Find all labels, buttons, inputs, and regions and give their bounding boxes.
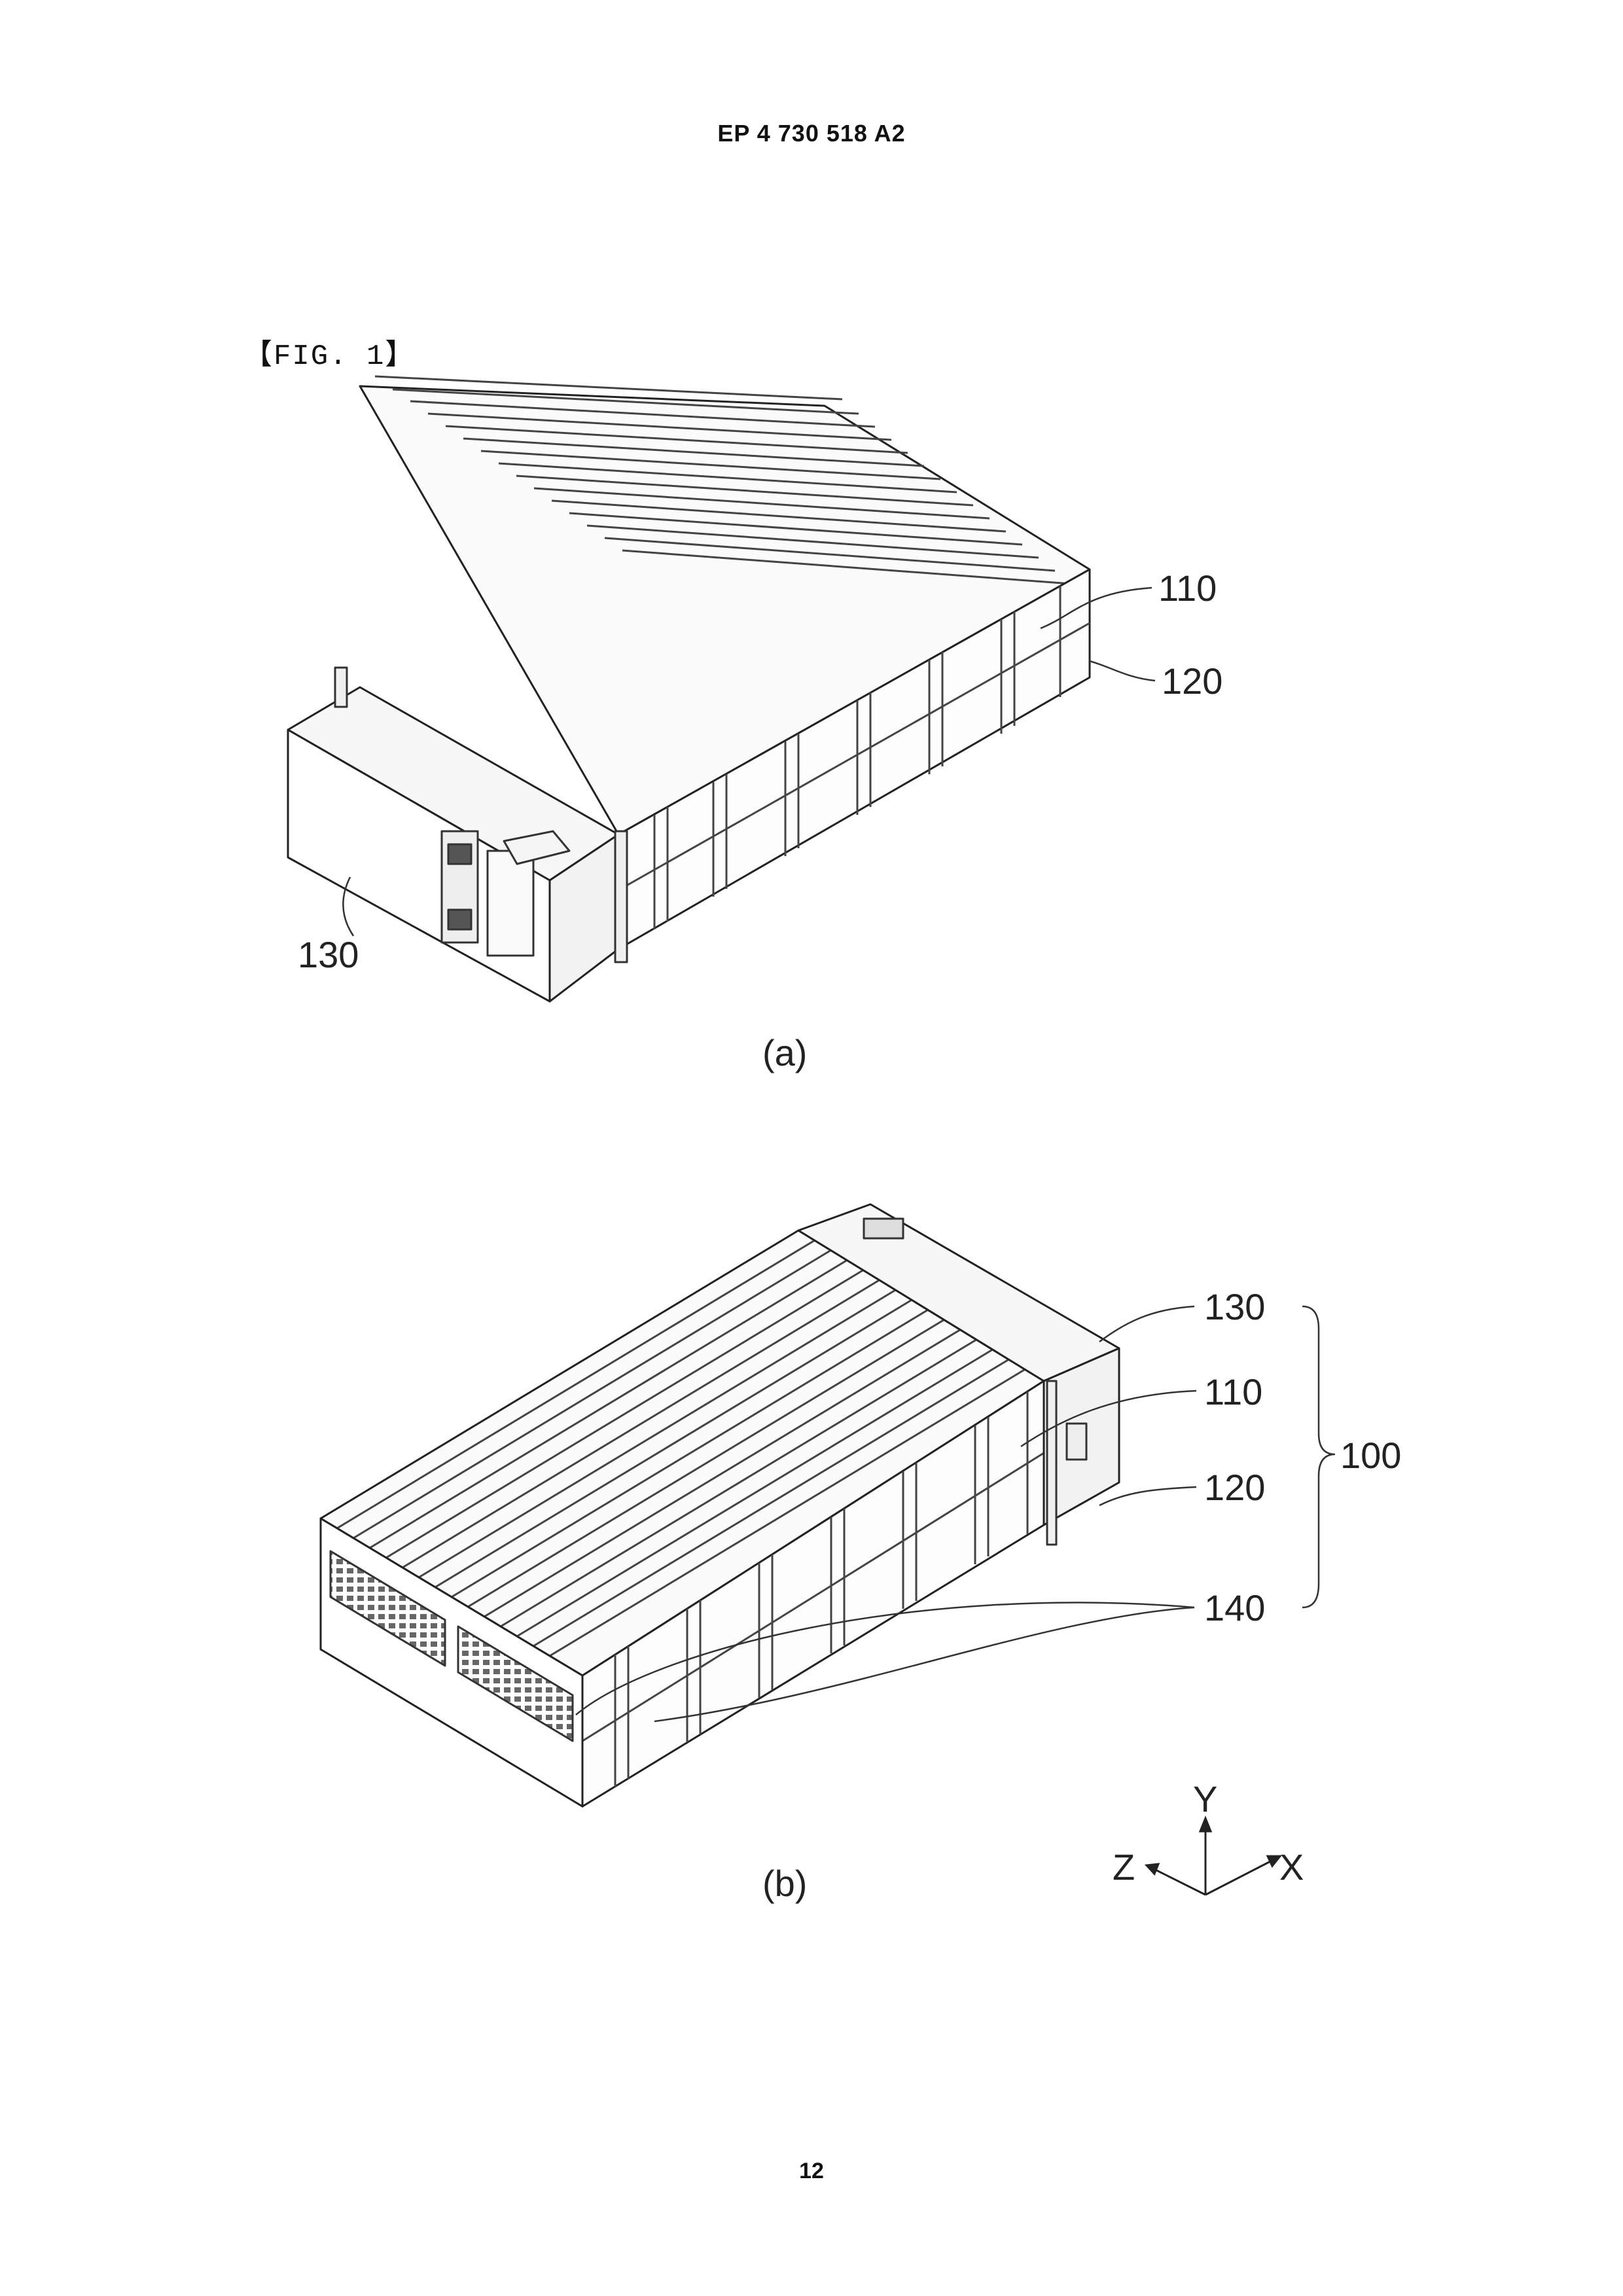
- axis-y-arrow: [1200, 1818, 1211, 1831]
- axis-z-label: Z: [1113, 1846, 1135, 1888]
- axis-triad: [1147, 1818, 1280, 1895]
- page-number: 12: [0, 2159, 1623, 2184]
- rear-connector-b: [864, 1219, 903, 1238]
- panel-b-drawing: [321, 1204, 1119, 1806]
- leader-130-b: [1099, 1306, 1194, 1342]
- axis-z-line: [1153, 1869, 1205, 1895]
- axis-x-line: [1205, 1860, 1273, 1895]
- ref-120-b: 120: [1204, 1467, 1265, 1508]
- axis-x-label: X: [1279, 1846, 1304, 1888]
- ref-140-b: 140: [1204, 1587, 1265, 1628]
- rear-bracket-b: [1047, 1381, 1056, 1545]
- leader-120-a: [1090, 661, 1155, 681]
- caption-b: (b): [762, 1863, 807, 1904]
- leader-120-b: [1099, 1487, 1196, 1505]
- axis-y-label: Y: [1193, 1778, 1217, 1820]
- ref-110-b: 110: [1204, 1371, 1262, 1412]
- axis-z-arrow: [1147, 1864, 1158, 1874]
- ref-130-a: 130: [298, 934, 359, 975]
- ref-130-b: 130: [1204, 1286, 1265, 1327]
- ref-100-b: 100: [1340, 1435, 1401, 1476]
- panel-a-drawing: [288, 376, 1090, 1001]
- caption-a: (a): [762, 1032, 807, 1073]
- ref-110-a: 110: [1158, 567, 1217, 609]
- rear-latch-b: [1067, 1424, 1086, 1460]
- axis-x-arrow: [1268, 1856, 1280, 1866]
- brace-100: [1302, 1306, 1335, 1607]
- axis-labels: Y Z X: [1113, 1778, 1304, 1888]
- ref-120-a: 120: [1162, 660, 1222, 702]
